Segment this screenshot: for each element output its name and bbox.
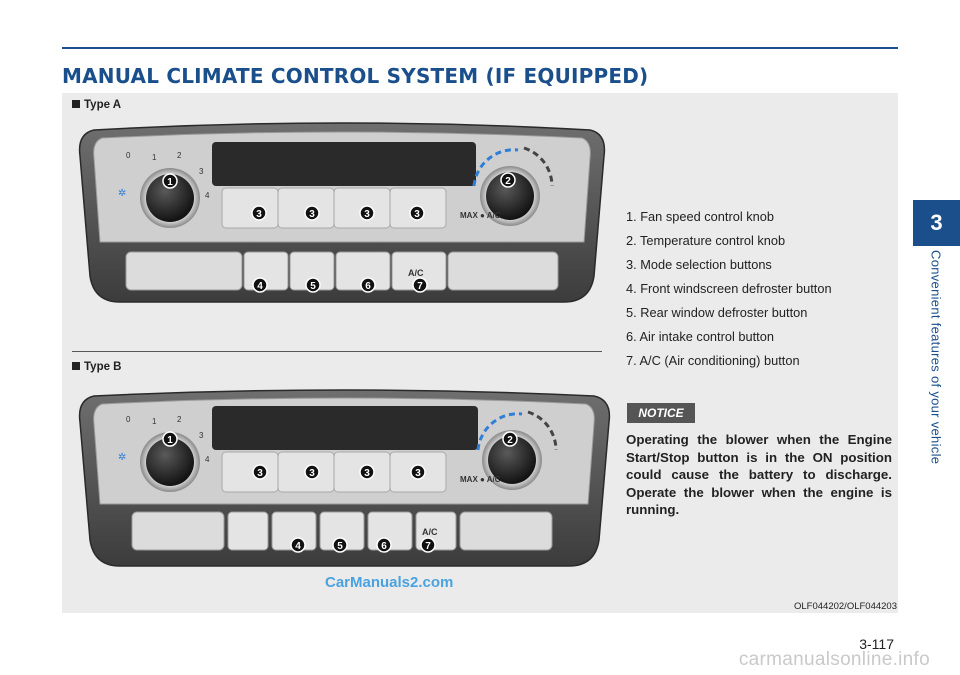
callout-7: 7 bbox=[417, 281, 423, 292]
climate-panel-type-a: 0 1 2 3 4 ✲ MAX ● A/C A/C 1 2 3 3 3 3 bbox=[78, 122, 606, 303]
chapter-label: Convenient features of your vehicle bbox=[928, 250, 944, 465]
legend-item: 5. Rear window defroster button bbox=[626, 305, 808, 320]
callout-5: 5 bbox=[310, 281, 316, 292]
callout-4: 4 bbox=[295, 541, 301, 552]
header-rule bbox=[62, 47, 898, 49]
callout-6: 6 bbox=[381, 541, 387, 552]
fan-scale-3: 3 bbox=[199, 167, 204, 176]
callout-1: 1 bbox=[167, 177, 173, 188]
temperature-scale-icon bbox=[476, 410, 558, 451]
callout-2: 2 bbox=[505, 176, 511, 187]
fan-symbol-icon: ✲ bbox=[118, 188, 126, 199]
fan-scale-2: 2 bbox=[177, 415, 182, 424]
callout-3d: 3 bbox=[414, 209, 420, 220]
callout-3a: 3 bbox=[257, 468, 263, 479]
type-a-label: Type A bbox=[72, 99, 121, 111]
legend-item: 7. A/C (Air conditioning) button bbox=[626, 353, 800, 368]
callout-3b: 3 bbox=[309, 468, 315, 479]
callout-badges-b: 1 2 3 3 3 3 4 5 6 7 bbox=[162, 431, 518, 553]
fan-scale-0: 0 bbox=[126, 415, 131, 424]
callout-3c: 3 bbox=[364, 209, 370, 220]
fan-scale-0: 0 bbox=[126, 151, 131, 160]
figure-divider bbox=[72, 351, 602, 352]
fan-scale-4: 4 bbox=[205, 191, 210, 200]
callout-3a: 3 bbox=[256, 209, 262, 220]
site-watermark: carmanualsonline.info bbox=[738, 649, 930, 670]
chapter-tab: 3 bbox=[913, 200, 960, 246]
square-bullet-icon bbox=[72, 100, 80, 108]
fan-scale-1: 1 bbox=[152, 417, 157, 426]
watermark: CarManuals2.com bbox=[325, 574, 454, 591]
legend-item: 2. Temperature control knob bbox=[626, 233, 786, 248]
callout-3d: 3 bbox=[415, 468, 421, 479]
max-ac-label: MAX ● A/C bbox=[460, 475, 501, 484]
callout-6: 6 bbox=[365, 281, 371, 292]
square-bullet-icon bbox=[72, 362, 80, 370]
type-b-label: Type B bbox=[72, 361, 122, 373]
notice-badge: NOTICE bbox=[627, 403, 695, 423]
temperature-scale-icon bbox=[472, 146, 554, 187]
legend-item: 1. Fan speed control knob bbox=[626, 209, 774, 224]
callout-badges-a: 1 2 3 3 3 3 4 5 6 7 bbox=[162, 172, 516, 293]
fan-speed-knob bbox=[140, 168, 200, 228]
callout-2: 2 bbox=[507, 435, 513, 446]
page-number: 3-117 bbox=[859, 636, 894, 652]
callout-7: 7 bbox=[425, 541, 431, 552]
fan-scale-2: 2 bbox=[177, 151, 182, 160]
max-ac-label: MAX ● A/C bbox=[460, 211, 501, 220]
temperature-knob bbox=[480, 166, 540, 226]
notice-text: Operating the blower when the Engine Sta… bbox=[626, 432, 892, 517]
fan-scale-1: 1 bbox=[152, 153, 157, 162]
fan-symbol-icon: ✲ bbox=[118, 452, 126, 463]
temperature-knob bbox=[482, 430, 542, 490]
figure-code: OLF044202/OLF044203 bbox=[794, 601, 897, 612]
legend-item: 3. Mode selection buttons bbox=[626, 257, 772, 272]
page-title: MANUAL CLIMATE CONTROL SYSTEM (IF EQUIPP… bbox=[62, 64, 649, 88]
callout-5: 5 bbox=[337, 541, 343, 552]
fan-scale-3: 3 bbox=[199, 431, 204, 440]
fan-speed-knob bbox=[140, 432, 200, 492]
climate-panel-type-b: 0 1 2 3 4 ✲ MAX ● A/C A/C 1 2 3 3 3 3 bbox=[78, 389, 611, 567]
bottom-buttons-row bbox=[125, 251, 559, 291]
callout-4: 4 bbox=[257, 281, 263, 292]
legend-list: 1. Fan speed control knob 2. Temperature… bbox=[626, 205, 832, 373]
legend-item: 6. Air intake control button bbox=[626, 329, 774, 344]
callout-3c: 3 bbox=[364, 468, 370, 479]
ac-button: A/C bbox=[422, 527, 438, 537]
callout-3b: 3 bbox=[309, 209, 315, 220]
legend-item: 4. Front windscreen defroster button bbox=[626, 281, 832, 296]
callout-1: 1 bbox=[167, 435, 173, 446]
ac-button: A/C bbox=[408, 268, 424, 278]
fan-scale-4: 4 bbox=[205, 455, 210, 464]
